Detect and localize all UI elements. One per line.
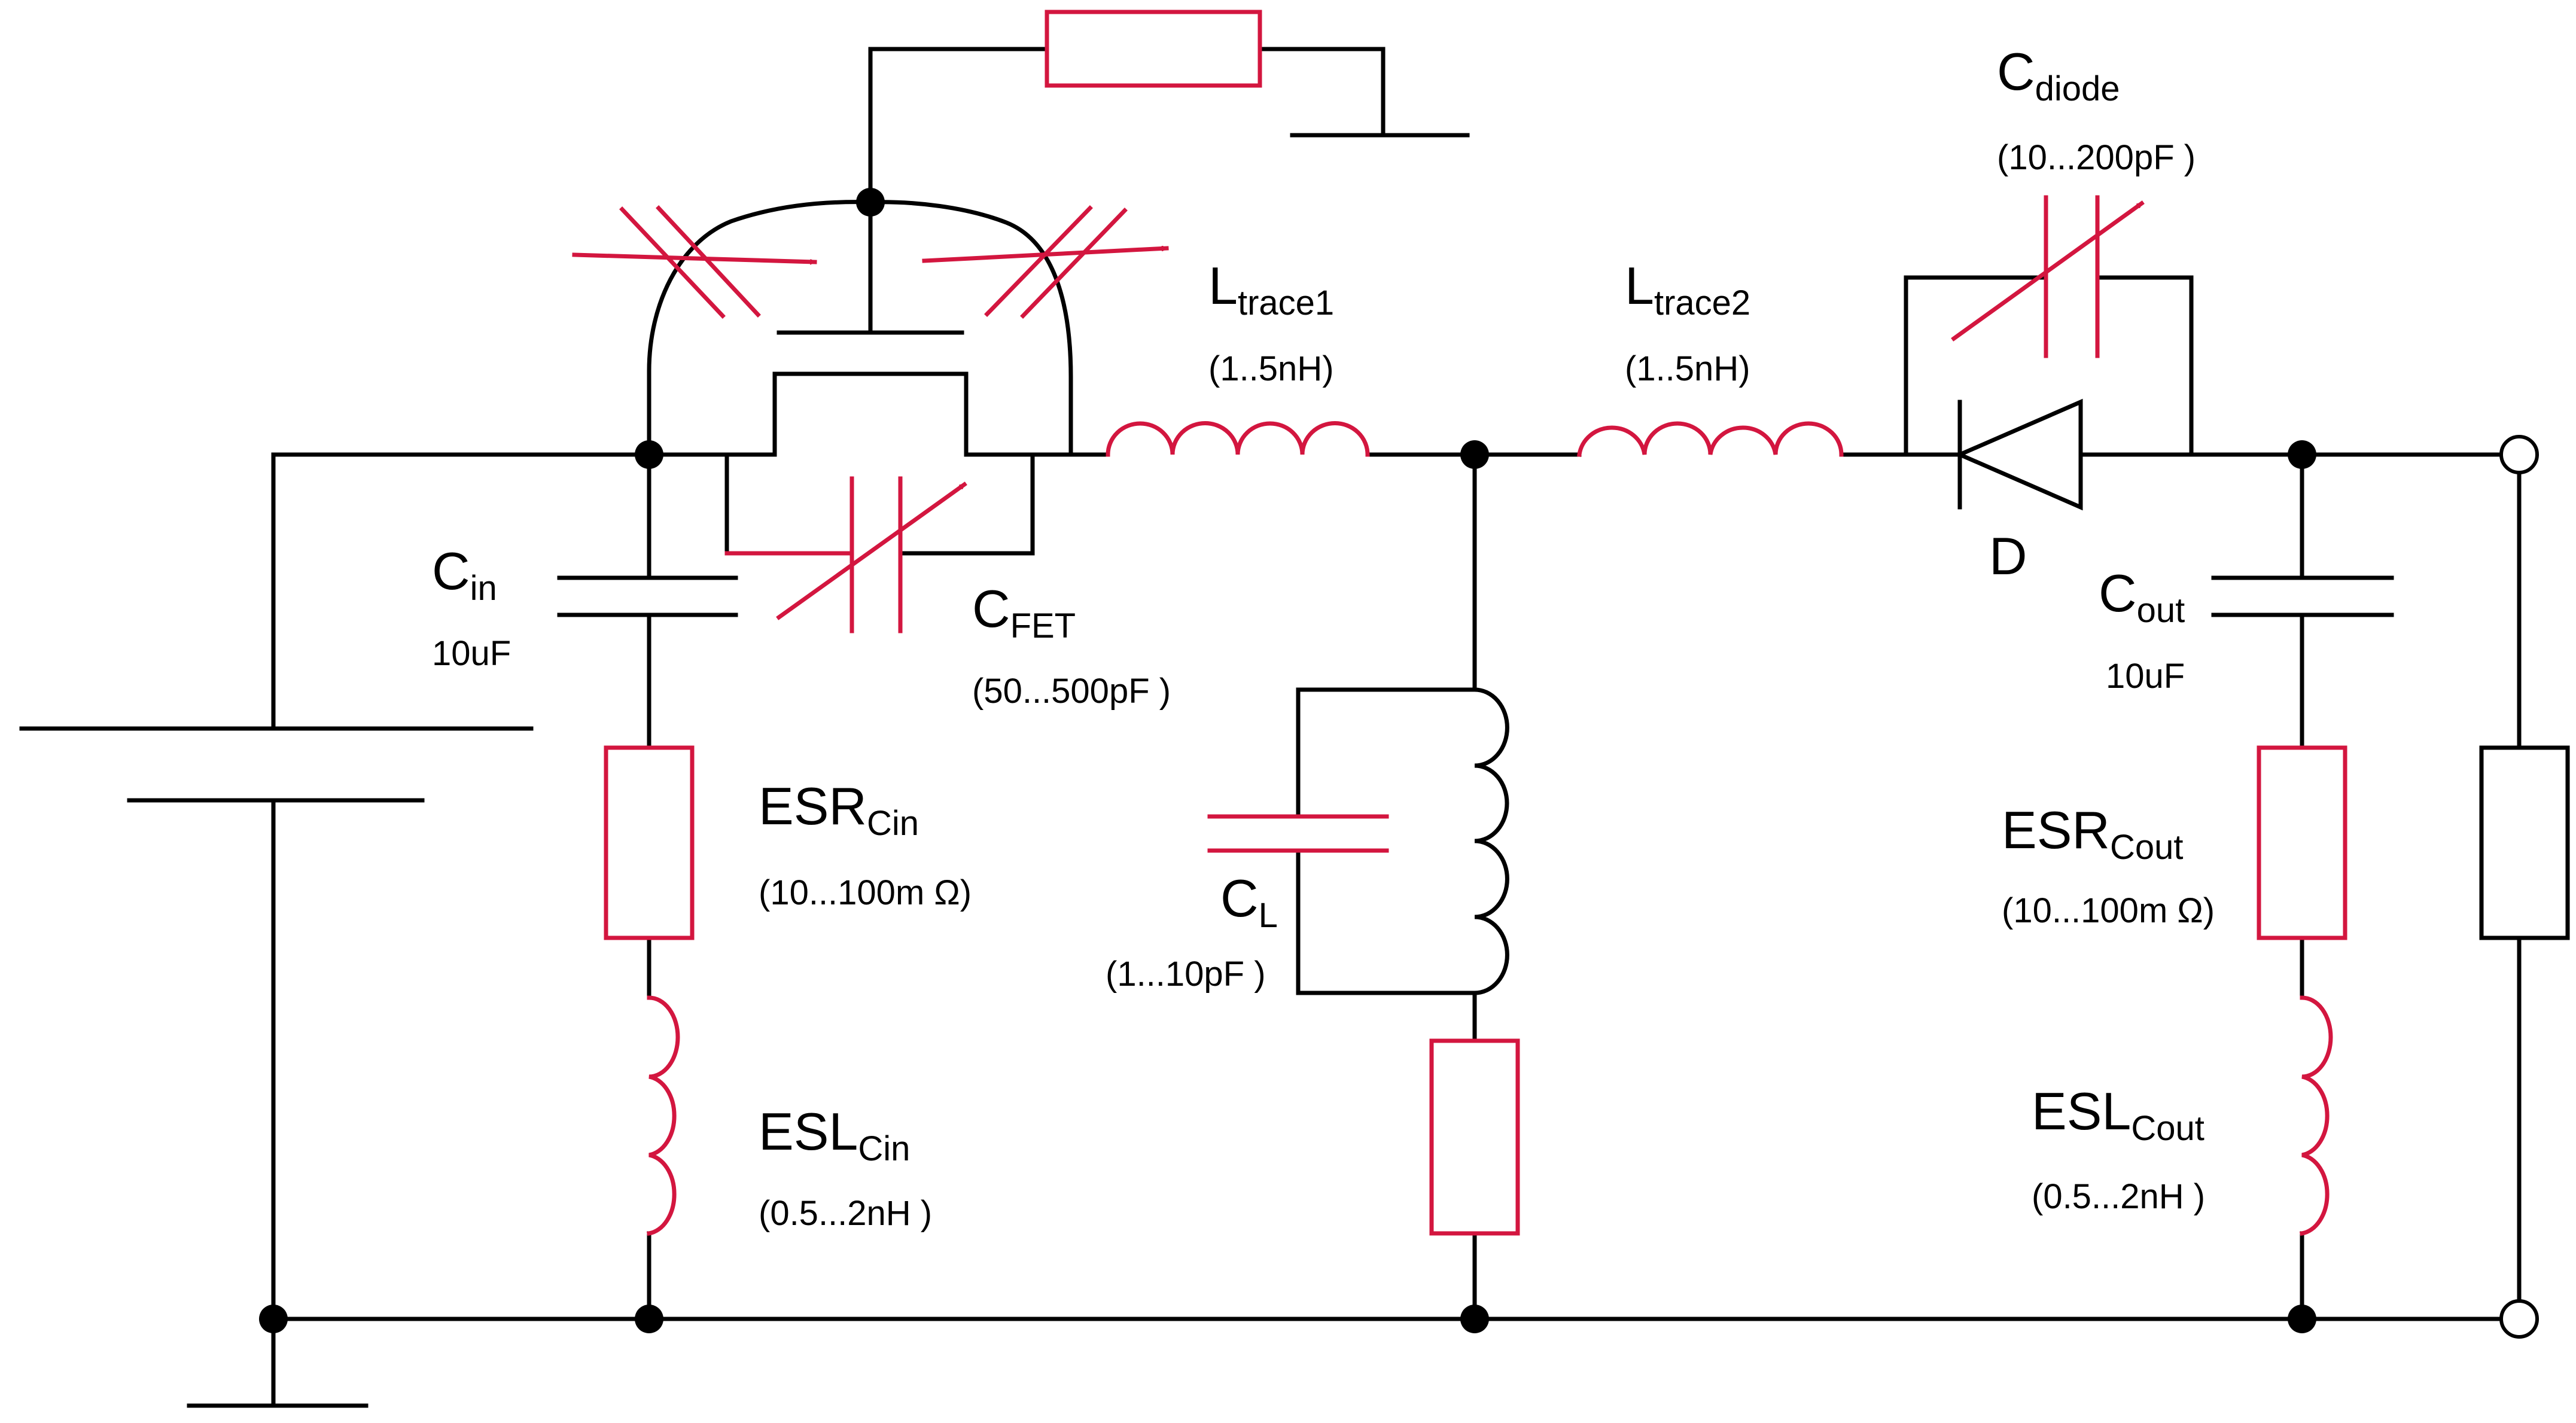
labels: Cin 10uF CFET (50...500pF ) Ltrace1 (1..… (432, 42, 2215, 1233)
parasitics (572, 10, 2347, 1236)
output-terminal-negative (2499, 1299, 2539, 1339)
cl-label: CL (1220, 869, 1278, 935)
shunt-resistor (1429, 1038, 1520, 1236)
cfet-label: CFET (972, 579, 1076, 645)
esl-cout-inductor (2299, 995, 2333, 1236)
esl-cout-value: (0.5...2nH ) (2032, 1177, 2205, 1216)
junction-dot (856, 188, 885, 217)
load-resistor (2479, 745, 2570, 940)
ltrace1-inductor (1106, 421, 1370, 457)
esl-cout-label: ESLCout (2032, 1081, 2204, 1148)
cgs-plate-b (656, 205, 761, 318)
esr-cin-value: (10...100m Ω) (759, 873, 972, 912)
cgd-arc (868, 200, 1073, 457)
junction-dot (259, 1305, 288, 1333)
junction-dot (1460, 1305, 1489, 1333)
cfet-rail-left (724, 452, 854, 556)
esr-cout-label: ESRCout (2002, 800, 2183, 867)
ltrace2-inductor (1577, 421, 1844, 457)
esr-cin-resistor (604, 745, 695, 940)
cgd-plate-a (984, 205, 1093, 317)
junction-dot (635, 1305, 663, 1333)
esr-cout-resistor (2257, 745, 2347, 940)
cout-label: Cout (2099, 563, 2185, 630)
ltrace1-value: (1..5nH) (1208, 349, 1334, 388)
output-terminals (2499, 435, 2539, 1339)
ltrace2-value: (1..5nH) (1625, 349, 1750, 388)
ltrace1-label: Ltrace1 (1208, 256, 1334, 322)
cdiode-rail-left (1904, 275, 2048, 457)
junction-dot (2288, 1305, 2316, 1333)
diode-triangle (1954, 398, 2083, 511)
esr-cin-label: ESRCin (759, 776, 919, 843)
main-inductor (1472, 687, 1509, 995)
cfet-value: (50...500pF ) (972, 672, 1171, 711)
cdiode-arrow (1951, 200, 2145, 342)
cgs-arc (647, 200, 873, 457)
junction-dot (2288, 440, 2316, 469)
cl-rail-top (1296, 687, 1477, 819)
gate-resistor-lead-right (1257, 47, 1386, 138)
junctions (259, 188, 2316, 1333)
esl-cin-value: (0.5...2nH ) (759, 1194, 932, 1233)
diode-label: D (1989, 526, 2027, 586)
esl-cin-inductor (646, 995, 680, 1236)
cdiode-rail-right (2095, 275, 2194, 457)
cgs-plate-a (619, 206, 726, 319)
junction-dot (635, 440, 663, 469)
cout-value: 10uF (2106, 657, 2185, 696)
cgd-plate-b (1020, 208, 1128, 319)
cdiode-value: (10...200pF ) (1997, 138, 2196, 177)
esl-cin-label: ESLCin (759, 1102, 910, 1168)
junction-dot (1460, 440, 1489, 469)
cfet-rail-right (898, 452, 1035, 556)
cgs-arrow (572, 252, 817, 262)
cfet-arrow (776, 482, 967, 620)
ltrace2-label: Ltrace2 (1625, 256, 1750, 322)
cin-label: Cin (432, 541, 497, 608)
gate-resistor (1045, 10, 1262, 88)
cin-value: 10uF (432, 634, 511, 673)
cl-rail-bottom (1296, 848, 1477, 995)
cgd-arrow (922, 248, 1169, 263)
cdiode-label: Cdiode (1997, 42, 2120, 108)
cl-value: (1...10pF ) (1106, 955, 1266, 994)
esr-cout-value: (10...100m Ω) (2002, 891, 2215, 930)
fet-channel (772, 371, 969, 457)
wiring (19, 47, 2570, 1408)
output-terminal-positive (2499, 435, 2539, 474)
